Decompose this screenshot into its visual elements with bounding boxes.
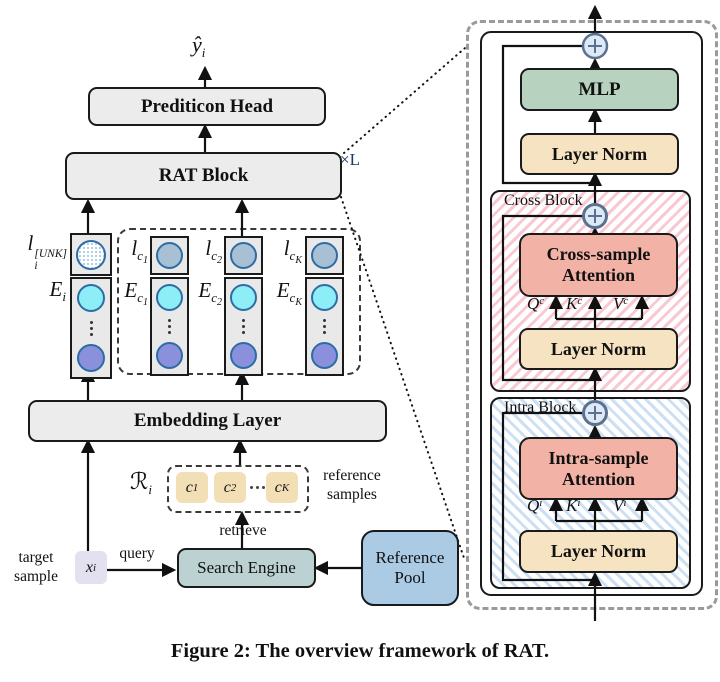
cross-key-label: Kc [566, 294, 583, 313]
intra-key-label: Ki [566, 496, 581, 515]
horizontal-ellipsis [250, 486, 265, 489]
cross-value-label: Vc [613, 294, 629, 313]
ref2-embedding-label: Ec2 [198, 278, 222, 308]
embedding-circle-cyan [311, 284, 338, 311]
cross-layer-norm-box: Layer Norm [519, 328, 678, 370]
reference-samples-label: reference samples [323, 467, 381, 503]
zoom-dotted-connectors [340, 47, 466, 562]
intra-query-label: Qi [527, 496, 543, 515]
cross-sample-attention-box: Cross-sample Attention [519, 233, 678, 297]
embedding-circle-purple [311, 342, 338, 369]
layer-norm-top-box: Layer Norm [520, 133, 679, 175]
vertical-ellipsis [242, 319, 245, 334]
ref1-token-cell [150, 236, 189, 275]
unk-pattern-circle [76, 239, 106, 270]
rat-block-detail-inner-frame [480, 31, 703, 596]
vertical-ellipsis [323, 319, 326, 334]
search-engine-box: Search Engine [177, 548, 316, 588]
reference-pool-box: Reference Pool [361, 530, 459, 606]
token-circle-grayblue [311, 242, 338, 269]
retrieve-label: retrieve [219, 522, 267, 539]
intra-layer-norm-box: Layer Norm [519, 530, 678, 573]
ref2-token-cell [224, 236, 263, 275]
retrieval-set-label: ℛi [130, 469, 152, 497]
target-sample-label: target sample [14, 549, 58, 585]
output-label: ŷi [192, 32, 206, 60]
cross-query-label: Qc [527, 294, 545, 313]
add-node-intra [582, 400, 608, 426]
cross-block-label: Cross Block [504, 192, 583, 209]
rat-block-box: RAT Block [65, 152, 342, 200]
refK-token-cell [305, 236, 344, 275]
embedding-circle-cyan [230, 284, 257, 311]
refK-embedding-column [305, 277, 344, 376]
token-circle-grayblue [230, 242, 257, 269]
rat-block-detail-dashed-panel [466, 20, 718, 610]
embedding-circle-purple [230, 342, 257, 369]
embedding-circle-purple [156, 342, 183, 369]
residual-add-nodes [581, 32, 609, 426]
ref1-embedding-label: Ec1 [124, 278, 148, 308]
refK-token-label: lcK [283, 236, 302, 266]
ref2-token-label: lc2 [205, 236, 222, 266]
ref1-embedding-column [150, 277, 189, 376]
mlp-box: MLP [520, 68, 679, 111]
repeat-times-label: ×L [340, 150, 360, 169]
ref1-token-label: lc1 [131, 236, 148, 266]
embedding-circle-purple [77, 344, 105, 372]
embedding-layer-box: Embedding Layer [28, 400, 387, 442]
target-unk-token-cell [70, 233, 112, 276]
prediction-head-box: Prediticon Head [88, 87, 326, 126]
add-node-mlp [581, 32, 609, 60]
intra-block-label: Intra Block [504, 399, 577, 416]
intra-value-label: Vi [613, 496, 627, 515]
figure-caption: Figure 2: The overview framework of RAT. [170, 640, 550, 662]
target-embedding-column [70, 277, 112, 379]
add-node-cross [582, 203, 608, 229]
target-embedding-label: Ei [49, 277, 66, 304]
ref2-embedding-column [224, 277, 263, 376]
embedding-circle-cyan [156, 284, 183, 311]
intra-sample-attention-box: Intra-sample Attention [519, 437, 678, 500]
vertical-ellipsis [89, 320, 93, 336]
embedding-circle-cyan [77, 284, 105, 312]
query-label: query [119, 545, 155, 562]
flow-arrows [80, 4, 650, 621]
target-unk-token-label: l[UNK]i [27, 231, 67, 272]
vertical-ellipsis [168, 319, 171, 334]
refK-embedding-label: EcK [276, 278, 302, 308]
token-circle-grayblue [156, 242, 183, 269]
